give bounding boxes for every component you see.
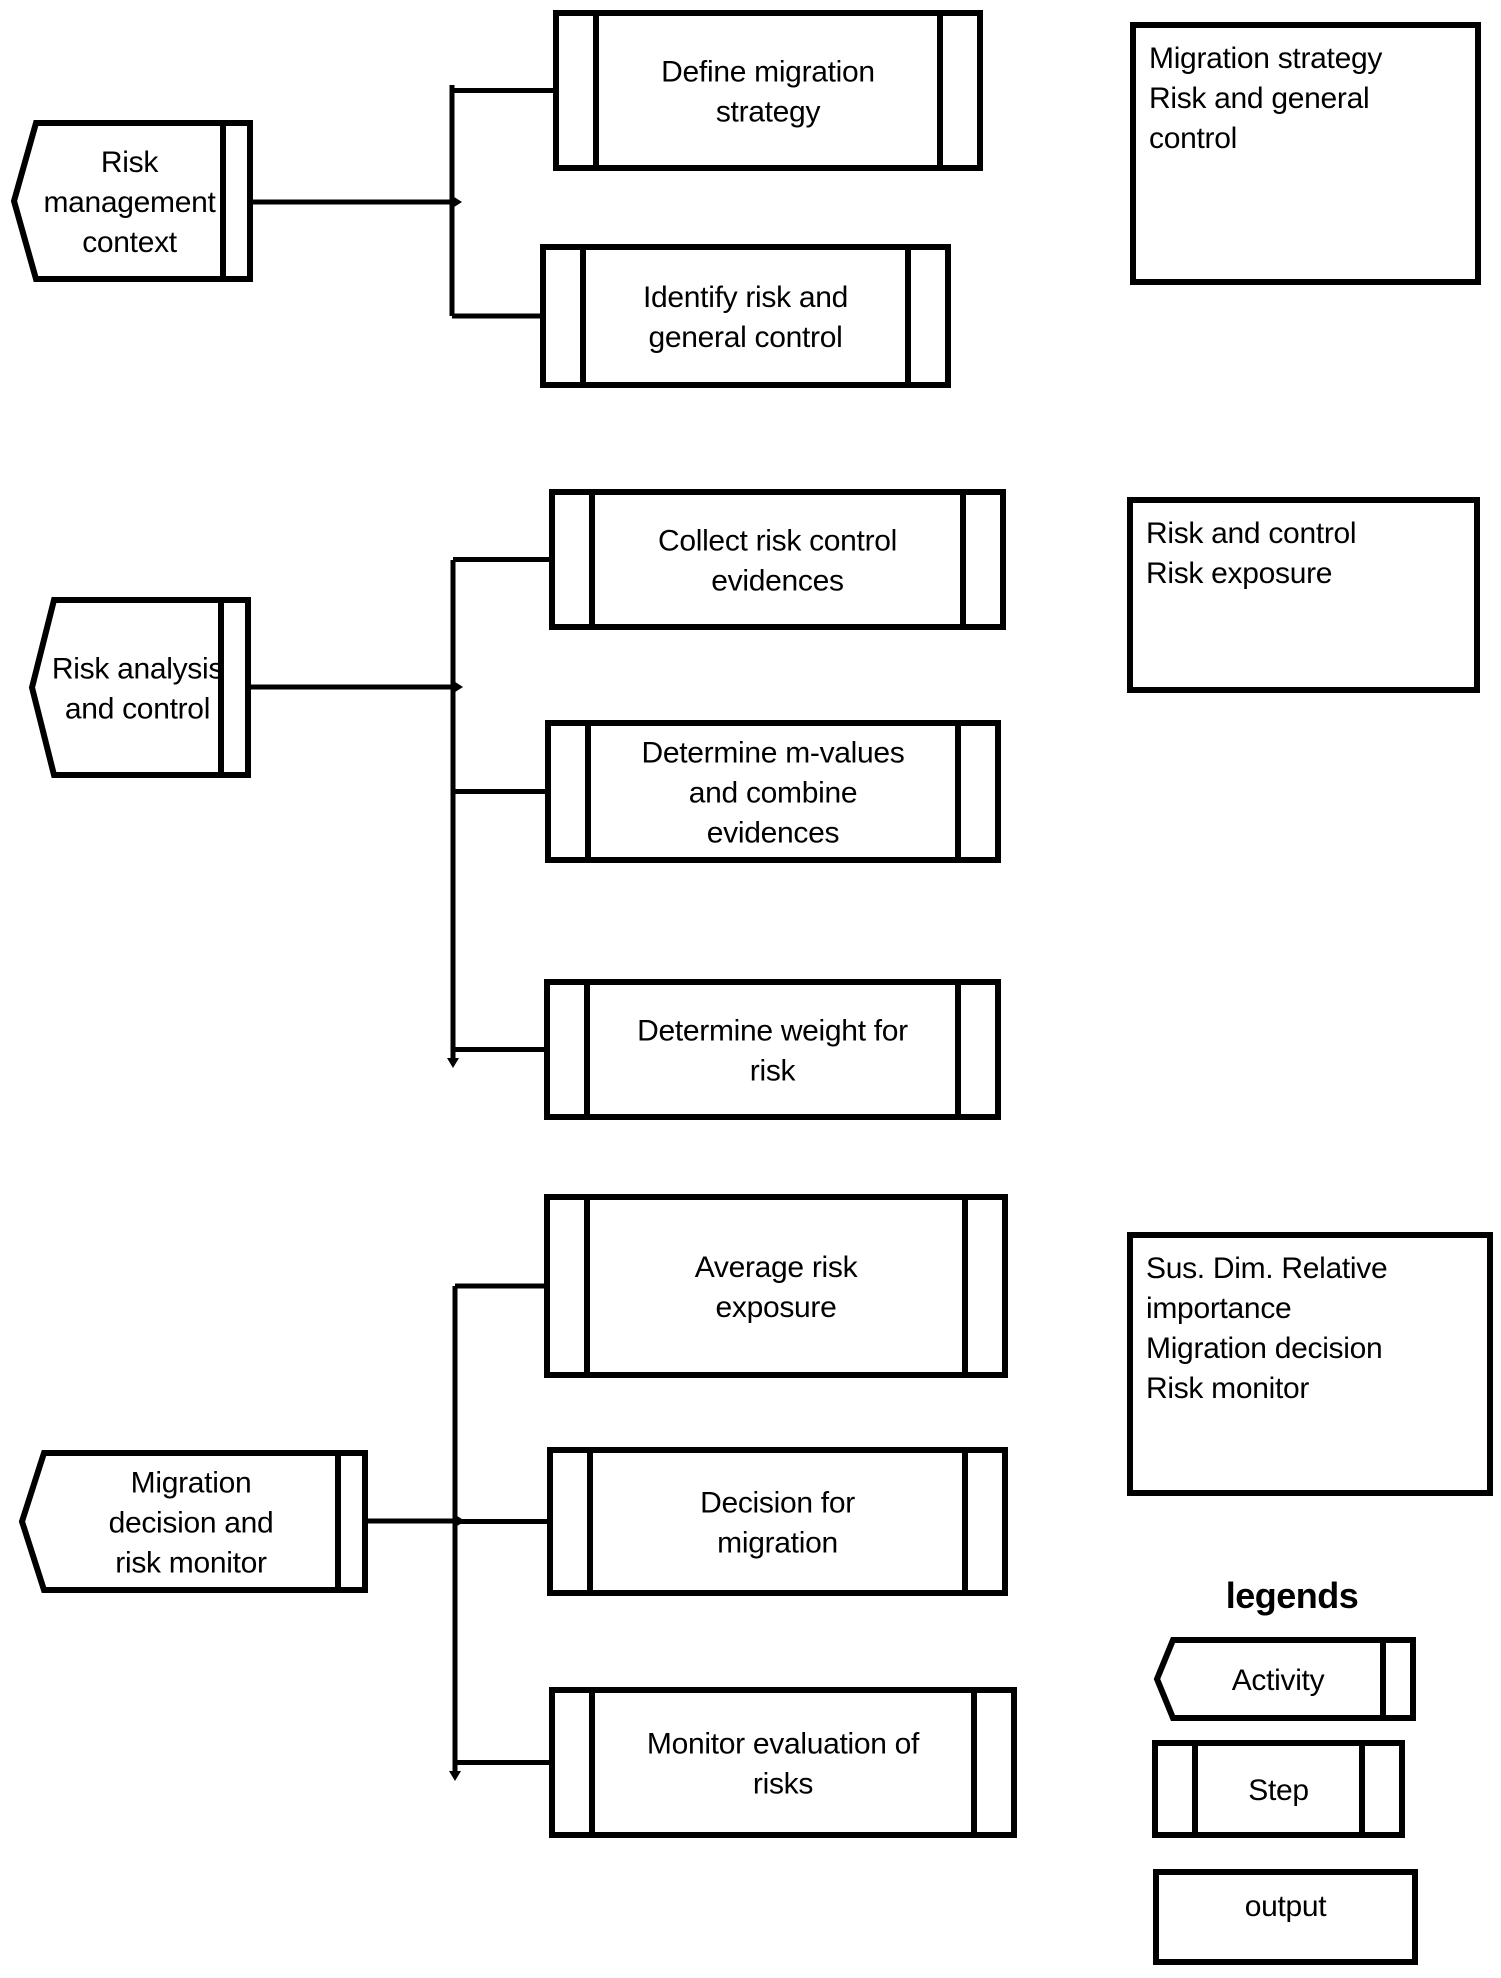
activity-label-0: Risk management context (43, 146, 216, 259)
step-label-2-1-line: Decision for (700, 1487, 855, 1520)
feeder-arrowhead-1 (452, 680, 463, 694)
activity-shape-1 (28, 597, 251, 778)
output-label-1-line: Risk exposure (1146, 557, 1332, 590)
output-box-0 (1130, 22, 1481, 285)
activity-label-1-line: and control (65, 693, 210, 726)
step-label-0-0: Define migration strategy (661, 56, 875, 129)
step-label-2-2-line: Monitor evaluation of (647, 1728, 920, 1761)
activity-shape-2 (18, 1450, 368, 1593)
activity-label-0-line: context (82, 226, 178, 259)
step-label-0-0-line: strategy (716, 96, 821, 129)
step-label-1-0-line: Collect risk control (658, 525, 897, 558)
output-label-2-line: Sus. Dim. Relative (1146, 1252, 1387, 1285)
legend-item-label-output-line: output (1245, 1890, 1328, 1923)
feeder-arrowhead-0 (451, 195, 462, 209)
output-label-0-line: control (1149, 122, 1237, 155)
step-label-2-0-line: Average risk (695, 1251, 859, 1284)
step-shape-2-0 (544, 1194, 1008, 1378)
step-label-1-1: Determine m-values and combine evidences (641, 737, 904, 850)
trunk-arrowhead-2 (449, 1771, 461, 1781)
step-shape-1-1 (545, 720, 1001, 863)
step-shape-1-2 (544, 979, 1001, 1120)
output-box-2 (1127, 1232, 1493, 1496)
activity-label-1-line: Risk analysis (52, 653, 223, 686)
step-label-2-1-line: migration (717, 1527, 838, 1560)
step-label-2-0: Average risk exposure (695, 1251, 859, 1324)
step-label-1-1-line: and combine (689, 777, 857, 810)
step-label-1-2-line: Determine weight for (637, 1015, 908, 1048)
step-label-1-2: Determine weight for risk (637, 1015, 908, 1088)
step-label-2-0-line: exposure (715, 1291, 836, 1324)
step-shape-2-1 (547, 1447, 1008, 1596)
output-label-2-line: Risk monitor (1146, 1372, 1309, 1405)
step-label-1-0: Collect risk control evidences (658, 525, 897, 598)
output-label-0-line: Migration strategy (1149, 42, 1382, 75)
step-label-0-1: Identify risk and general control (643, 281, 848, 354)
legend-item-label-activity: Activity (1232, 1664, 1325, 1697)
step-label-1-1-line: Determine m-values (641, 737, 904, 770)
step-label-1-2-line: risk (750, 1055, 797, 1088)
activity-label-0-line: Risk (101, 146, 159, 179)
step-shape-2-2 (549, 1687, 1017, 1838)
activity-label-2: Migration decision and risk monitor (109, 1467, 274, 1580)
legend-activity-shape (1153, 1637, 1416, 1721)
legend-output-shape (1153, 1869, 1418, 1965)
step-label-2-1: Decision for migration (700, 1487, 855, 1560)
activity-label-0-line: management (43, 186, 216, 219)
output-label-1-line: Risk and control (1146, 517, 1356, 550)
step-shape-1-0 (549, 489, 1006, 630)
output-label-0-line: Risk and general (1149, 82, 1369, 115)
step-label-0-1-line: Identify risk and (643, 281, 848, 314)
legend-title: legends (1226, 1575, 1359, 1616)
output-box-1 (1127, 497, 1480, 693)
activity-label-1: Risk analysis and control (52, 653, 223, 726)
activity-label-2-line: decision and (109, 1507, 274, 1540)
step-label-1-1-line: evidences (707, 817, 839, 850)
step-label-2-2: Monitor evaluation of risks (647, 1728, 920, 1801)
step-label-2-2-line: risks (753, 1768, 813, 1801)
step-shape-0-0 (553, 10, 983, 171)
legend-item-label-output: output (1245, 1890, 1328, 1923)
legend-item-label-step: Step (1248, 1774, 1309, 1807)
output-label-2-line: importance (1146, 1292, 1291, 1325)
step-label-1-0-line: evidences (711, 565, 843, 598)
legend-item-label-activity-line: Activity (1232, 1664, 1325, 1697)
step-shape-0-1 (540, 244, 951, 388)
activity-shape-0 (10, 120, 253, 282)
step-label-0-1-line: general control (649, 321, 843, 354)
feeder-arrowhead-2 (454, 1514, 465, 1528)
activity-label-2-line: Migration (131, 1467, 252, 1500)
step-label-0-0-line: Define migration (661, 56, 875, 89)
legend-item-label-step-line: Step (1248, 1774, 1309, 1807)
output-label-2-line: Migration decision (1146, 1332, 1382, 1365)
activity-label-2-line: risk monitor (115, 1547, 267, 1580)
trunk-arrowhead-1 (447, 1058, 459, 1068)
